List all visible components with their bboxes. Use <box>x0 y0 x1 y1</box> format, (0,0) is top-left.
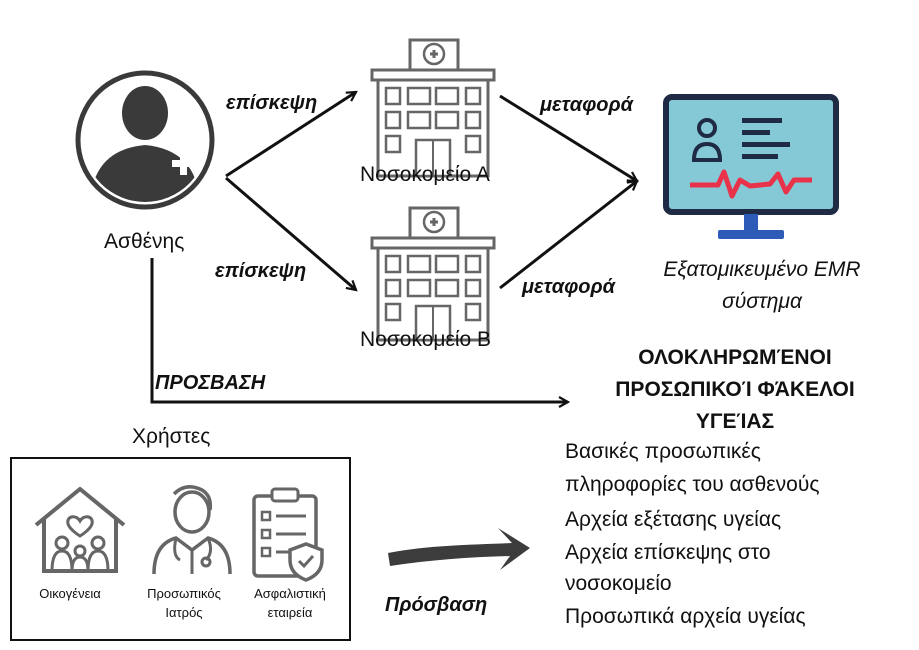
edge-label-transfer-b: μεταφορά <box>522 276 616 298</box>
user-label-doctor-line2: Ιατρός <box>165 605 203 620</box>
edge-label-visit-a: επίσκεψη <box>226 92 318 114</box>
user-label-insurance-line2: εταιρεία <box>267 605 313 620</box>
hospital-b-label: Νοσοκομείο Β <box>360 328 492 351</box>
user-label-doctor-line1: Προσωπικός <box>147 586 221 601</box>
records-item: Προσωπικά αρχεία υγείας <box>565 605 806 628</box>
records-item: Αρχεία εξέτασης υγείας <box>565 508 782 531</box>
edge-transfer-b-arrow <box>499 181 637 290</box>
user-label-family: Οικογένεια <box>39 586 101 601</box>
user-label-insurance-line1: Ασφαλιστική <box>254 586 326 601</box>
records-title-line1: ΟΛΟΚΛΗΡΩΜΈΝΟΙ <box>638 346 832 369</box>
records-item: Αρχεία επίσκεψης στο <box>565 541 771 564</box>
records-item: νοσοκομείο <box>565 572 672 595</box>
edge-label-access-upper: ΠΡΟΣΒΑΣΗ <box>155 372 266 394</box>
edge-label-transfer-a: μεταφορά <box>540 94 634 116</box>
patient-label: Ασθένης <box>104 230 185 253</box>
records-item: Βασικές προσωπικές <box>565 440 761 463</box>
edge-label-access-lower: Πρόσβαση <box>385 594 488 616</box>
emr-monitor-icon <box>663 94 839 239</box>
edge-label-visit-b: επίσκεψη <box>215 260 307 282</box>
edge-access-upper-arrow <box>150 258 568 402</box>
edge-visit-b-arrow <box>225 176 356 290</box>
doctor-icon <box>152 485 232 575</box>
edge-transfer-a-arrow <box>499 94 637 183</box>
emr-label-line1: Εξατομικευμένο EMR <box>663 258 861 281</box>
patient-doctor-icon <box>75 70 215 210</box>
hospital-icon <box>370 38 496 178</box>
hospital-a-label: Νοσοκομείο Α <box>360 163 490 186</box>
hospital-icon <box>370 206 496 342</box>
insurance-clipboard-icon <box>252 487 324 582</box>
records-title-line2: ΠΡΟΣΩΠΙΚΟΊ ΦΆΚΕΛΟΙ <box>615 378 855 401</box>
brush-arrow-icon <box>388 528 530 570</box>
users-title: Χρήστες <box>132 425 211 448</box>
records-item: πληροφορίες του ασθενούς <box>565 473 820 496</box>
edge-visit-a-arrow <box>225 90 356 178</box>
emr-label-line2: σύστημα <box>722 290 802 313</box>
records-title-line3: ΥΓΕΊΑΣ <box>695 410 775 433</box>
family-house-icon <box>34 487 126 573</box>
